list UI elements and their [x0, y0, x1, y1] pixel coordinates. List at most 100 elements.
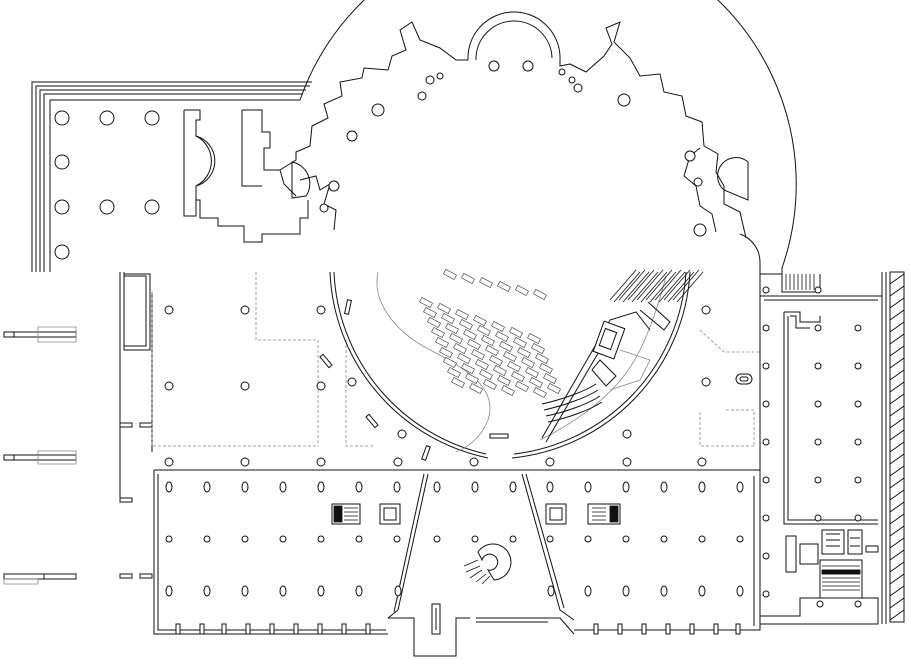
pier [548, 586, 554, 596]
hatch-line [890, 274, 904, 284]
seat-row [619, 270, 645, 300]
pier [434, 482, 440, 492]
pier [585, 536, 591, 542]
hatch-frame [890, 272, 904, 622]
seat [482, 335, 495, 345]
hatch-line [890, 574, 904, 584]
lower-hall-piers [166, 482, 743, 596]
seat [464, 329, 477, 339]
seat-row [637, 270, 663, 300]
pier [699, 536, 705, 542]
pier [585, 586, 591, 596]
hatch-line [890, 478, 904, 488]
zone-boundaries [152, 272, 760, 446]
seat [490, 355, 503, 365]
pier [547, 536, 553, 542]
pier [242, 536, 248, 542]
seat-row [655, 270, 681, 300]
seat [438, 303, 451, 313]
seat-row [668, 272, 694, 302]
seat [432, 327, 445, 337]
seat-row [673, 270, 699, 300]
pier [280, 536, 286, 542]
pier [204, 536, 210, 542]
hatch-line [890, 538, 904, 548]
pier [318, 482, 324, 492]
pier [699, 586, 705, 596]
pier [472, 482, 478, 492]
seat [512, 371, 525, 381]
seat [440, 347, 453, 357]
hatch-line [890, 586, 904, 596]
seat [540, 363, 553, 373]
hatch-line [890, 430, 904, 440]
hatch-line [890, 466, 904, 476]
hatch-line [890, 598, 904, 608]
seat [528, 333, 541, 343]
pier [395, 586, 401, 596]
hatch-line [890, 298, 904, 308]
pier [394, 482, 400, 492]
pier [394, 536, 400, 542]
hatch-line [890, 370, 904, 380]
pier [510, 536, 516, 542]
radial-seating [610, 270, 703, 302]
seat [500, 341, 513, 351]
hatch-line [890, 382, 904, 392]
pier [623, 586, 629, 596]
pier [472, 536, 478, 542]
pier [318, 586, 324, 596]
rotunda-columns [320, 61, 706, 236]
right-wing [760, 272, 904, 624]
seat [534, 289, 547, 299]
seat [544, 373, 557, 383]
seat [468, 339, 481, 349]
seat [458, 353, 471, 363]
seat [474, 315, 487, 325]
seat [480, 277, 493, 287]
left-outriggers [4, 327, 152, 584]
seat [446, 323, 459, 333]
seat-row [677, 272, 703, 302]
seat [428, 317, 441, 327]
seat-row [641, 272, 667, 302]
pier [242, 586, 248, 596]
pier [356, 586, 362, 596]
seat [498, 375, 511, 385]
hatch-line [890, 502, 904, 512]
pier [356, 482, 362, 492]
hatch-line [890, 514, 904, 524]
hatch-line [890, 394, 904, 404]
pier [166, 482, 172, 492]
seat [494, 365, 507, 375]
seat-row [659, 272, 685, 302]
seat [480, 369, 493, 379]
pier [737, 482, 743, 492]
pier [356, 536, 362, 542]
pier [547, 482, 553, 492]
seat [444, 269, 457, 279]
colonnade-courtyard [32, 82, 312, 272]
seat [496, 331, 509, 341]
seat-row [628, 270, 654, 300]
pier [737, 586, 743, 596]
hatch-line [890, 610, 904, 620]
seat [424, 307, 437, 317]
hatch-line [890, 562, 904, 572]
pier [204, 482, 210, 492]
seat [478, 325, 491, 335]
seat [420, 297, 433, 307]
seat [530, 377, 543, 387]
pier [737, 536, 743, 542]
seat [472, 349, 485, 359]
pier [280, 586, 286, 596]
south-wall-pilasters [176, 624, 740, 634]
seat [504, 351, 517, 361]
rotunda [280, 0, 796, 274]
seat [516, 381, 529, 391]
hatch-line [890, 442, 904, 452]
seat-row [623, 272, 649, 302]
auditorium [320, 272, 752, 460]
seat [456, 309, 469, 319]
